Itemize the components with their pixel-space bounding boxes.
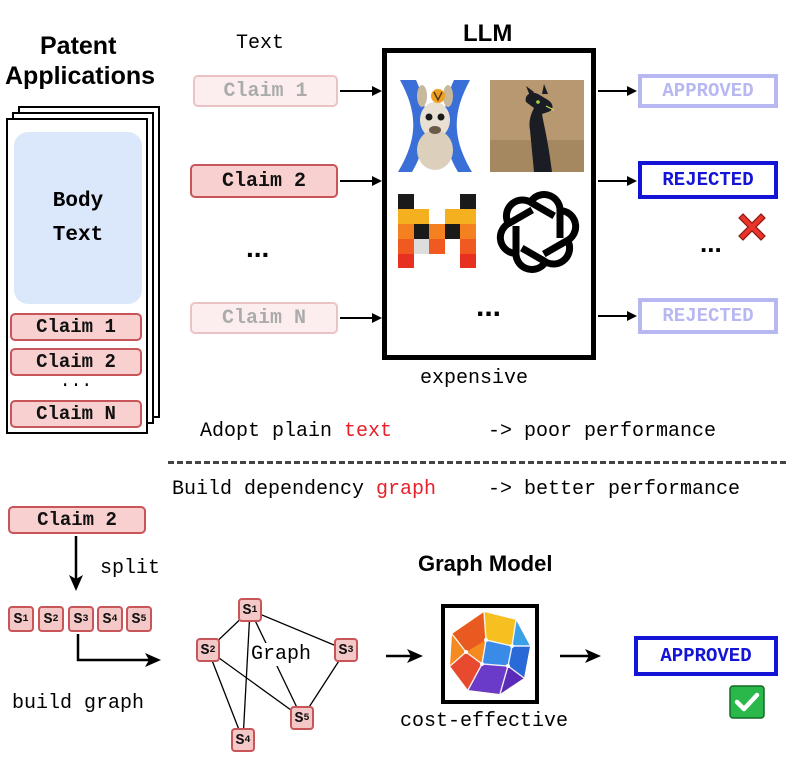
input-claim-2: Claim 2 xyxy=(190,164,338,198)
decision-approved-1: APPROVED xyxy=(638,74,778,108)
bottom-decision-approved: APPROVED xyxy=(634,636,778,676)
adopt-result: -> poor performance xyxy=(488,420,717,443)
bottom-claim-2: Claim 2 xyxy=(8,506,146,534)
text-label: Text xyxy=(236,32,285,55)
decision-rejected-2: REJECTED xyxy=(638,161,778,199)
body-text-label-1: Body xyxy=(52,190,104,213)
adopt-text-line: Adopt plain text xyxy=(200,420,392,443)
body-text-block xyxy=(14,132,142,304)
input-claims-ellipsis: ... xyxy=(246,232,270,263)
build-keyword: graph xyxy=(376,478,437,501)
graph-label: Graph xyxy=(250,643,313,666)
adopt-keyword: text xyxy=(344,420,393,443)
split-label: split xyxy=(100,557,161,580)
graph-model-cost-label: cost-effective xyxy=(400,710,569,733)
patent-claims-ellipsis: ... xyxy=(59,372,93,392)
patent-claim-1: Claim 1 xyxy=(10,313,142,341)
decision-rejected-n: REJECTED xyxy=(638,298,778,334)
decision-ellipsis: ... xyxy=(700,228,722,258)
build-result: -> better performance xyxy=(488,478,741,501)
build-prefix: Build dependency xyxy=(172,478,377,501)
adopt-prefix: Adopt plain xyxy=(200,420,345,443)
separator-dashed-line xyxy=(168,461,786,464)
llm-label: LLM xyxy=(463,20,513,47)
graph-model-label: Graph Model xyxy=(418,551,553,576)
input-claim-1: Claim 1 xyxy=(193,75,338,107)
patent-title-line2: Applications xyxy=(5,62,156,90)
build-text-line: Build dependency graph xyxy=(172,478,436,501)
input-claim-n: Claim N xyxy=(190,302,338,334)
patent-title-line1: Patent xyxy=(40,32,117,60)
build-graph-label: build graph xyxy=(12,692,145,715)
llm-ellipsis: ... xyxy=(476,290,502,323)
patent-claim-2: Claim 2 xyxy=(10,348,142,376)
llm-cost-label: expensive xyxy=(420,367,529,390)
body-text-label-2: Text xyxy=(52,224,104,247)
patent-claim-n: Claim N xyxy=(10,400,142,428)
